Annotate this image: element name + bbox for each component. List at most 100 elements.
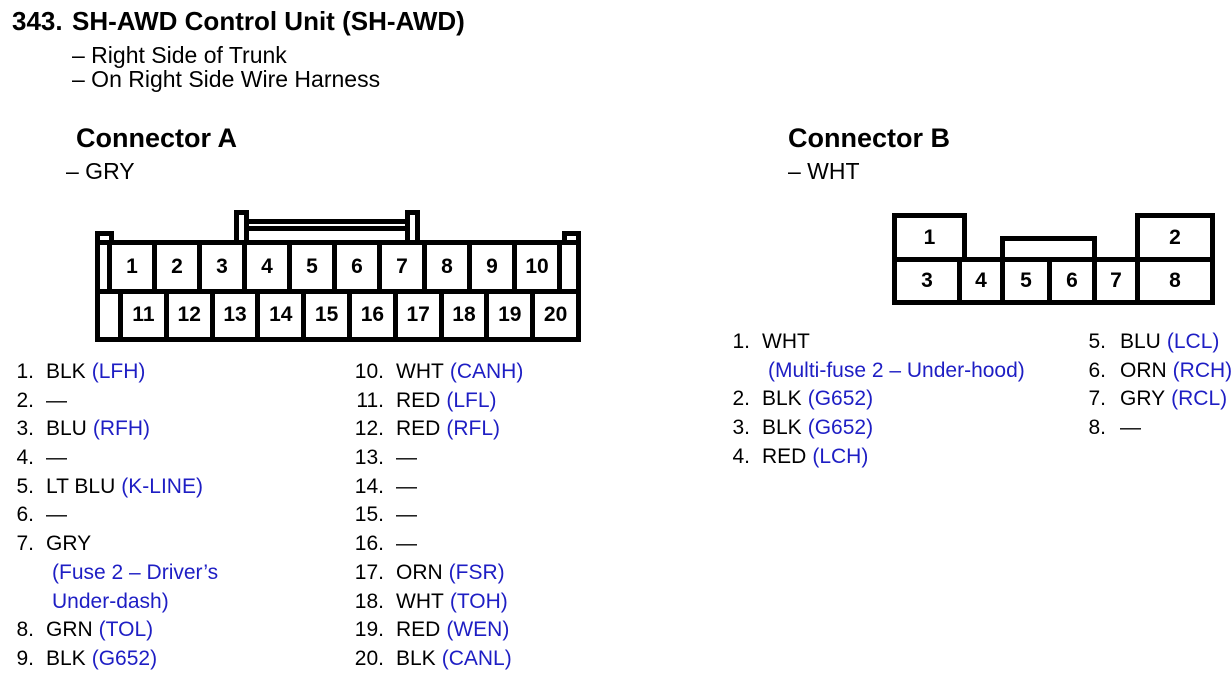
- pin-cavity-18: 18: [443, 293, 485, 337]
- connector-a-pin-list-right: 10.WHT(CANH) 11.RED(LFL) 12.RED(RFL) 13.…: [348, 358, 524, 674]
- wire-color: GRN: [46, 618, 93, 642]
- pin-cavity-11: 11: [123, 293, 164, 337]
- pin-number: 1.: [16, 360, 34, 383]
- wire-color: WHT: [396, 589, 444, 613]
- wire-color: LT BLU: [46, 474, 116, 498]
- pin-number: 2.: [732, 387, 750, 411]
- signal-name: (WEN): [446, 618, 510, 642]
- location-line: – Right Side of Trunk: [72, 42, 287, 68]
- location-line: – On Right Side Wire Harness: [72, 66, 381, 92]
- signal-name: Under-dash): [52, 589, 169, 613]
- signal-name: (CANH): [449, 360, 524, 383]
- wire-color: BLK: [46, 360, 86, 383]
- pin-cavity-9: 9: [472, 245, 512, 289]
- signal-name: (TOL): [98, 618, 154, 642]
- pin-number: 6.: [16, 503, 34, 527]
- pin-list-item: 2.—: [8, 387, 218, 416]
- pin-cavity-3: 3: [897, 262, 957, 300]
- pin-cavity-4: 4: [247, 245, 287, 289]
- connector-a-heading: Connector A: [76, 123, 237, 153]
- pin-list-item: 6.—: [8, 501, 218, 530]
- pin-number: 5.: [16, 474, 34, 498]
- wire-color: RED: [762, 444, 807, 468]
- pin-list-item: 12.RED(RFL): [348, 415, 523, 444]
- connector-b-heading: Connector B: [788, 123, 950, 153]
- pin-number: 9.: [16, 646, 34, 670]
- pin-cavity-2: 2: [157, 245, 197, 289]
- pin-cavity-2: 2: [1135, 213, 1215, 262]
- wire-color: —: [396, 446, 417, 470]
- signal-name: (LCH): [812, 444, 869, 468]
- pin-cavity-10: 10: [517, 245, 557, 289]
- signal-name: (RFL): [446, 417, 501, 441]
- pin-list-item-continuation: (Fuse 2 – Driver’s: [8, 559, 218, 588]
- pin-cavity-8: 8: [1140, 262, 1210, 300]
- wire-color: BLU: [46, 417, 87, 441]
- pin-row-bottom: 11 12 13 14 15 16 17 18 19 20: [100, 293, 576, 337]
- connector-b-diagram: 1 2 3 4 5 6 7 8: [892, 213, 1215, 305]
- pin-cavity-6: 6: [337, 245, 377, 289]
- pin-row-bottom: 3 4 5 6 7 8: [892, 257, 1215, 305]
- pin-list-item: 8.—: [1082, 414, 1231, 443]
- pin-cavity-20: 20: [535, 293, 576, 337]
- pin-list-item: 4. RED(LCH): [728, 443, 1025, 472]
- wire-color: GRY: [1120, 387, 1166, 411]
- connector-b-pin-list-right: 5.BLU(LCL) 6.ORN(RCH) 7.GRY(RCL) 8.—: [1082, 328, 1231, 443]
- connector-b-housing-color: – WHT: [788, 158, 860, 184]
- pin-number: 5.: [1088, 330, 1106, 353]
- pin-number: 11.: [356, 388, 384, 412]
- wire-color: —: [396, 474, 417, 498]
- signal-name: (RCH): [1172, 358, 1231, 382]
- pin-cavity-7: 7: [382, 245, 422, 289]
- pin-cavity-5: 5: [1005, 262, 1047, 300]
- pin-list-item: 20.BLK(CANL): [348, 645, 523, 674]
- connector-latch-post: [405, 210, 420, 240]
- pin-cavity-14: 14: [260, 293, 302, 337]
- connector-a-pin-list-left: 1.BLK(LFH) 2.— 3.BLU(RFH) 4.— 5.LT BLU(K…: [8, 358, 218, 674]
- wire-color: ORN: [1120, 358, 1167, 382]
- signal-name: (LFL): [446, 388, 497, 412]
- pin-list-item: 17.ORN(FSR): [348, 559, 523, 588]
- wire-color: ORN: [396, 560, 443, 584]
- pin-list-item: 2.BLK(G652): [728, 385, 1025, 414]
- pin-cavity-1: 1: [112, 245, 152, 289]
- pin-cavity-16: 16: [351, 293, 393, 337]
- pin-cavity-7: 7: [1097, 262, 1135, 300]
- pin-number: 12.: [354, 417, 384, 441]
- connector-a-shell: 1 2 3 4 5 6 7 8 9 10 11 12 13 14 15 16 1: [95, 240, 581, 342]
- pin-list-item: 3.BLK(G652): [728, 414, 1025, 443]
- pin-list-item: 16.—: [348, 530, 523, 559]
- pin-number: 20.: [354, 646, 384, 670]
- pin-number: 4.: [16, 446, 34, 470]
- pin-number: 15.: [354, 503, 384, 527]
- pin-number: 3.: [16, 417, 34, 441]
- blank-cavity: [100, 293, 118, 337]
- pin-cavity-6: 6: [1052, 262, 1092, 300]
- pin-number: 3.: [732, 416, 750, 440]
- connector-corner-tab: [562, 231, 581, 240]
- pin-list-item: 5.BLU(LCL): [1082, 328, 1231, 357]
- pin-number: 7.: [1088, 387, 1106, 411]
- pin-cavity-15: 15: [306, 293, 347, 337]
- signal-name: (RCL): [1171, 387, 1228, 411]
- connector-latch-post: [234, 210, 249, 240]
- pin-number: 4.: [732, 444, 750, 468]
- connector-corner-tab: [95, 231, 114, 240]
- connector-a-diagram: 1 2 3 4 5 6 7 8 9 10 11 12 13 14 15 16 1: [95, 209, 581, 342]
- pin-list-item: 14.—: [348, 473, 523, 502]
- pin-list-item: 8.GRN(TOL): [8, 616, 218, 645]
- pin-cavity-13: 13: [214, 293, 256, 337]
- wire-color: —: [46, 388, 67, 412]
- wire-color: —: [396, 532, 417, 556]
- pin-list-item: 15.—: [348, 501, 523, 530]
- pin-list-item: 5. LT BLU(K-LINE): [8, 473, 218, 502]
- page-title: SH-AWD Control Unit (SH-AWD): [72, 6, 465, 36]
- wire-color: WHT: [762, 330, 810, 353]
- signal-name: (TOH): [449, 589, 508, 613]
- connector-latch-bar: [239, 219, 410, 231]
- signal-name: (K-LINE): [121, 474, 203, 498]
- pin-list-item: 7.GRY: [8, 530, 218, 559]
- pin-cavity-8: 8: [427, 245, 467, 289]
- wire-color: GRY: [46, 532, 92, 556]
